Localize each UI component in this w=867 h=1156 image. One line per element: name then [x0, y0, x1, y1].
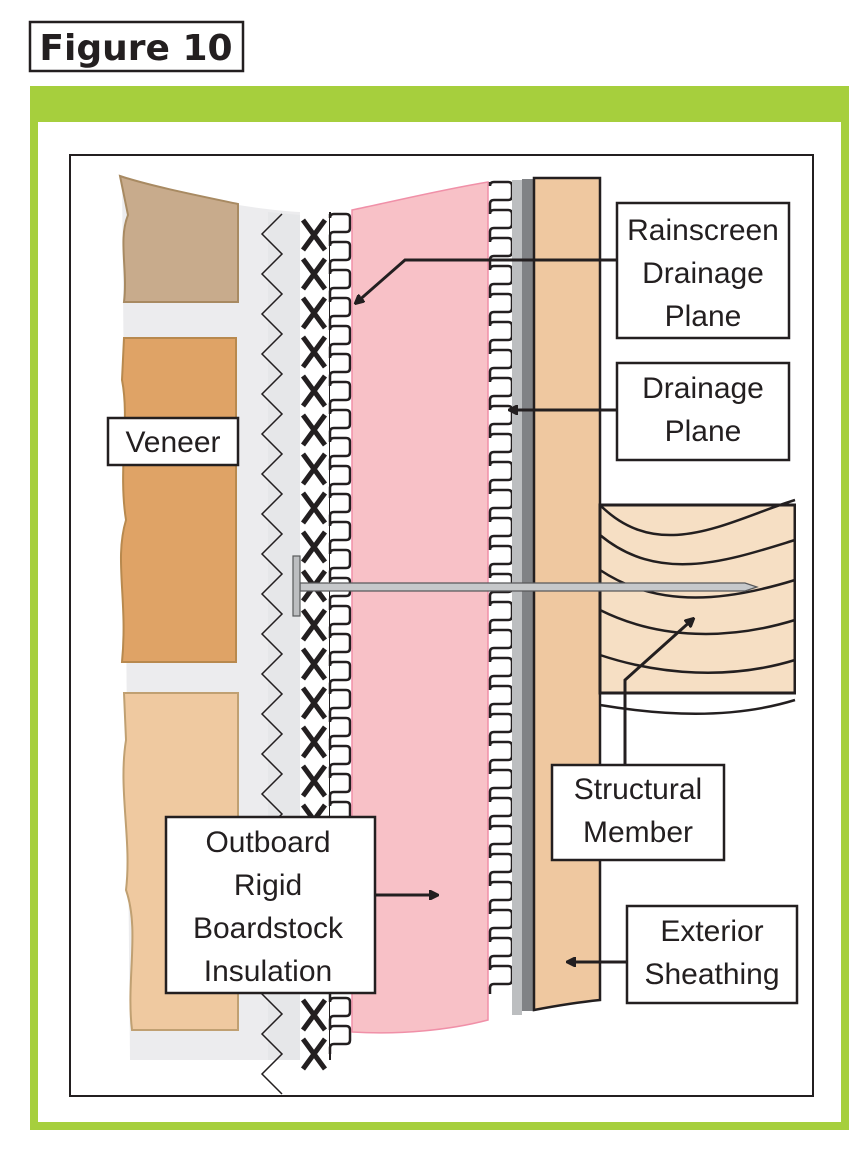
x-mark [300, 491, 328, 525]
x-mark [300, 374, 328, 408]
x-mark [300, 413, 328, 447]
brick-middle [119, 337, 237, 663]
x-mark [300, 218, 328, 252]
x-mark [300, 608, 328, 642]
rigid-insulation [351, 181, 489, 1034]
exterior-sheathing [532, 176, 602, 1012]
grain-line [599, 608, 796, 636]
rainscreen-arrow [356, 258, 617, 303]
x-mark [300, 725, 328, 759]
label-structural-member: Structural Member [550, 763, 726, 862]
label-line: Plane [665, 300, 742, 333]
x-mark [300, 335, 328, 369]
x-mark [300, 296, 328, 330]
structural-arrow [623, 619, 693, 765]
x-mark [300, 1037, 328, 1071]
label-outboard-insulation: Outboard Rigid Boardstock Insulation [164, 815, 377, 995]
grain-line [599, 698, 796, 715]
x-mark [300, 452, 328, 486]
grain-line [599, 653, 796, 674]
label-veneer: Veneer [106, 416, 240, 467]
brick-top [118, 174, 239, 303]
grain-line [599, 534, 796, 566]
label-line: Structural [574, 773, 702, 806]
x-mark [300, 647, 328, 681]
label-line: Plane [665, 415, 742, 448]
label-rainscreen-drainage-plane: Rainscreen Drainage Plane [615, 201, 791, 340]
wood-grain [599, 498, 796, 715]
figure-title-box: Figure 10 [28, 20, 245, 73]
water-resistive-barrier-dark [522, 179, 533, 1011]
label-line: Exterior [660, 915, 763, 948]
figure-title: Figure 10 [39, 28, 232, 69]
fastener-nail [292, 555, 759, 617]
grain-line [599, 498, 796, 537]
label-line: Insulation [204, 955, 332, 988]
water-resistive-barrier [512, 180, 522, 1015]
label-line: Outboard [205, 826, 330, 859]
label-line: Sheathing [644, 958, 779, 991]
x-mark [300, 764, 328, 798]
x-mark [300, 998, 328, 1032]
green-header-bar [30, 86, 849, 122]
label-drainage-plane: Drainage Plane [615, 361, 791, 462]
label-line: Boardstock [193, 912, 344, 945]
label-line: Rigid [234, 869, 302, 902]
x-mark [300, 530, 328, 564]
label-line: Veneer [125, 426, 220, 459]
x-mark [300, 257, 328, 291]
label-line: Rainscreen [627, 214, 779, 247]
label-line: Drainage [642, 257, 764, 290]
structural-member [598, 503, 797, 695]
x-mark [300, 686, 328, 720]
label-line: Member [583, 816, 693, 849]
label-exterior-sheathing: Exterior Sheathing [625, 904, 799, 1005]
label-line: Drainage [642, 372, 764, 405]
